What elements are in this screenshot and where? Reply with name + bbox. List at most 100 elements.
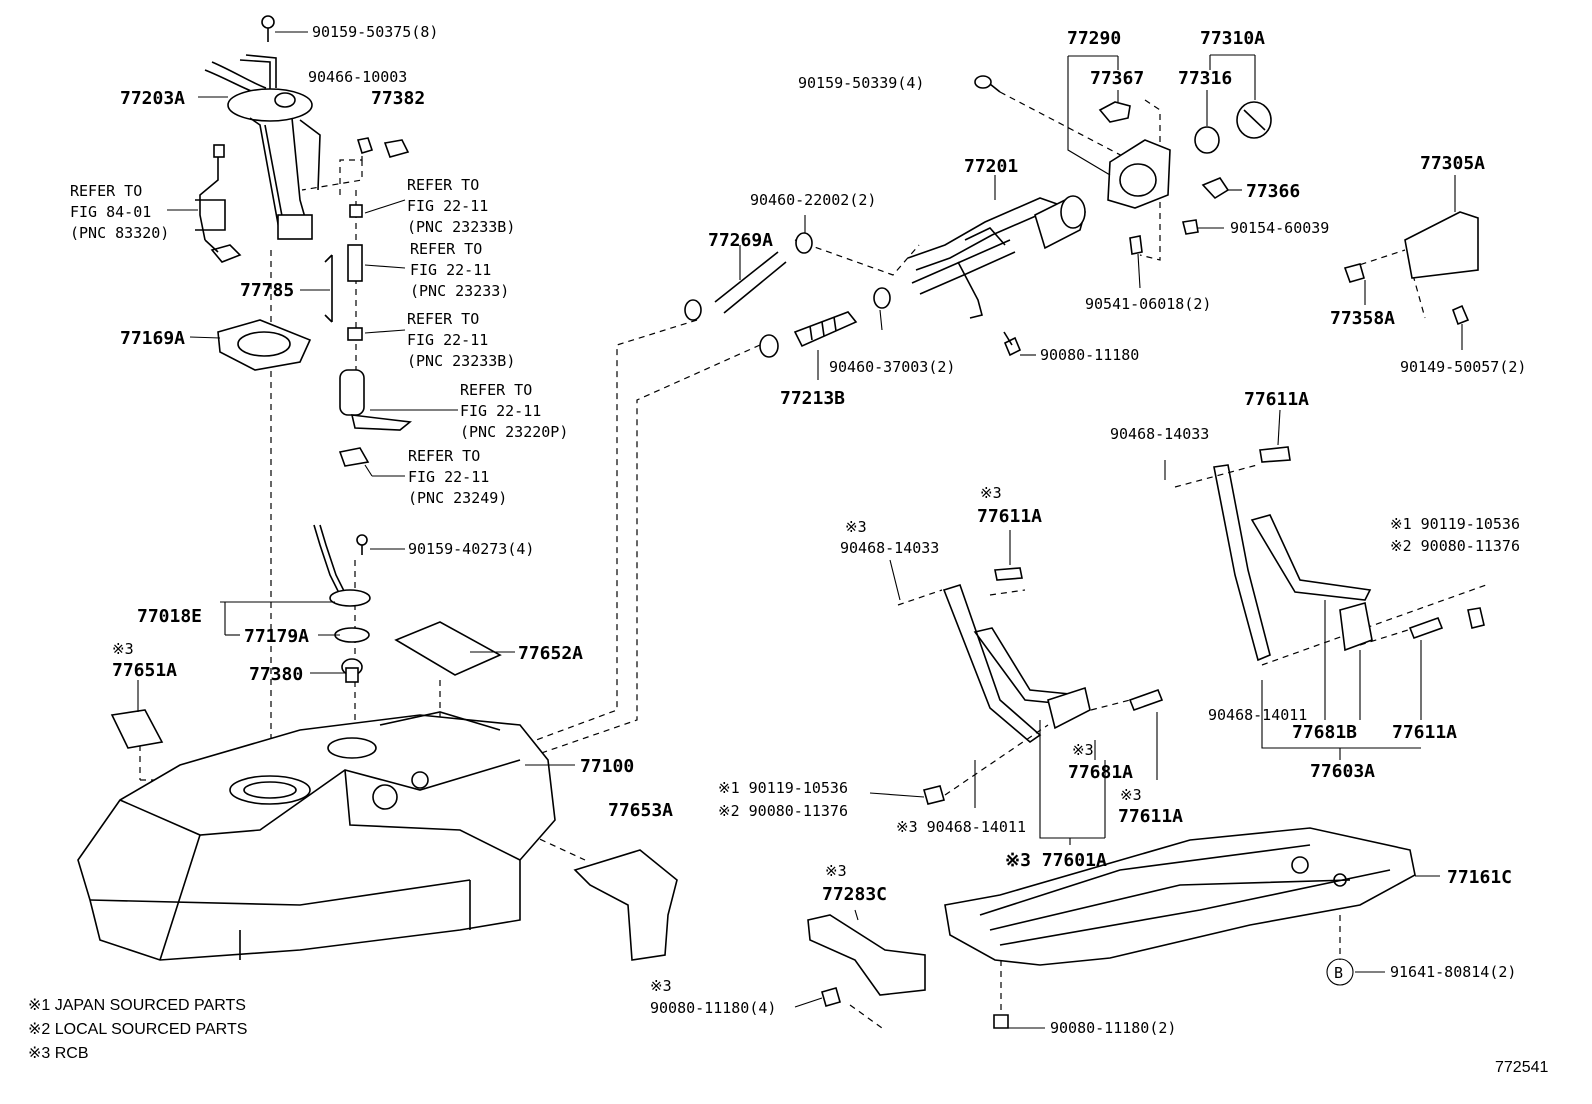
part-number: 90460-22002(2) <box>750 191 876 209</box>
part-number: 77100 <box>580 756 634 777</box>
part-number: 77179A <box>244 626 309 647</box>
marker: ※3 <box>650 977 672 995</box>
reference-note: REFER TO <box>408 447 480 465</box>
marker: ※3 <box>1072 741 1094 759</box>
part-number: 90541-06018(2) <box>1085 295 1211 313</box>
reference-note: REFER TO <box>407 310 479 328</box>
part-number: 90159-50339(4) <box>798 74 924 92</box>
breather-hose-icon <box>793 311 858 348</box>
marker: ※3 <box>825 862 847 880</box>
part-number: 77611A <box>977 506 1042 527</box>
reference-note: FIG 84-01 <box>70 203 151 221</box>
marker: ※3 <box>1120 786 1142 804</box>
marker: ※3 <box>980 484 1002 502</box>
fuel-cap-icon <box>1194 101 1272 154</box>
part-number: ※3 77601A <box>1005 850 1107 871</box>
part-number: 77653A <box>608 800 673 821</box>
part-number: 77380 <box>249 664 303 685</box>
clip-icon <box>356 137 374 154</box>
reference-note: (PNC 83320) <box>70 224 169 242</box>
part-number: 91641-80814(2) <box>1390 963 1516 981</box>
bolt-icon <box>261 15 275 42</box>
part-number: 90080-11180(4) <box>650 999 776 1017</box>
part-number: 77169A <box>120 328 185 349</box>
part-number: 77611A <box>1244 389 1309 410</box>
part-number: 77358A <box>1330 308 1395 329</box>
b-marker: B <box>1334 964 1343 982</box>
reference-note: (PNC 23249) <box>408 489 507 507</box>
part-number: 77382 <box>371 88 425 109</box>
part-number: 77681B <box>1292 722 1357 743</box>
part-number: 90468-14011 <box>1208 706 1307 724</box>
grommet-icon <box>383 139 410 158</box>
note-local-sourced: ※2 90080-11376 <box>718 802 848 820</box>
part-number: 77316 <box>1178 68 1232 89</box>
filler-housing-icon <box>1098 101 1171 209</box>
reference-note: (PNC 23233B) <box>407 352 515 370</box>
part-number: 77305A <box>1420 153 1485 174</box>
level-sender-icon <box>313 524 371 607</box>
wire-harness-icon <box>195 144 242 263</box>
heat-shield-icon <box>573 849 678 961</box>
part-number: 77203A <box>120 88 185 109</box>
part-number: 90154-60039 <box>1230 219 1329 237</box>
hose-clamp-icon <box>759 232 891 358</box>
part-number: 90080-11180 <box>1040 346 1139 364</box>
part-number: 77611A <box>1392 722 1457 743</box>
part-number: 77283C <box>822 884 887 905</box>
part-number: 77018E <box>137 606 202 627</box>
seal-ring-icon <box>334 627 370 683</box>
fuel-tank-icon <box>77 711 556 961</box>
b-circle-icon <box>1326 958 1354 986</box>
part-number: 77651A <box>112 660 177 681</box>
part-number: 77201 <box>964 156 1018 177</box>
tank-band-right-icon <box>1213 446 1485 662</box>
part-number: 77785 <box>240 280 294 301</box>
legend-rcb: ※3 RCB <box>28 1045 89 1062</box>
part-number: 90080-11180(2) <box>1050 1019 1176 1037</box>
filter-parts-icon <box>324 204 412 467</box>
reference-note: REFER TO <box>460 381 532 399</box>
note-japan-sourced: ※1 90119-10536 <box>1390 515 1520 533</box>
part-number: 90159-50375(8) <box>312 23 438 41</box>
reference-note: REFER TO <box>410 240 482 258</box>
reference-note: FIG 22-11 <box>410 261 491 279</box>
reference-note: REFER TO <box>70 182 142 200</box>
part-number: 77269A <box>708 230 773 251</box>
part-number: 90468-14033 <box>840 539 939 557</box>
marker: ※3 <box>845 518 867 536</box>
tank-band-left-icon <box>942 567 1164 744</box>
part-number: 77681A <box>1068 762 1133 783</box>
part-number: 90466-10003 <box>308 68 407 86</box>
bolt-icon <box>974 75 1022 357</box>
bracket-icon <box>807 914 926 996</box>
reference-note: FIG 22-11 <box>407 331 488 349</box>
legend-japan-sourced: ※1 JAPAN SOURCED PARTS <box>28 997 246 1014</box>
part-number: 77652A <box>518 643 583 664</box>
hose-icon <box>684 251 787 321</box>
reference-note: FIG 22-11 <box>408 468 489 486</box>
legend-local-sourced: ※2 LOCAL SOURCED PARTS <box>28 1021 247 1038</box>
part-number: 77310A <box>1200 28 1265 49</box>
reference-note: (PNC 23233) <box>410 282 509 300</box>
filler-pipe-icon <box>907 195 1086 319</box>
part-number: 77161C <box>1447 867 1512 888</box>
part-number: 77290 <box>1067 28 1121 49</box>
part-labels: 90159-50375(8) 77203A 90466-10003 77382 … <box>28 23 1548 1076</box>
part-number: 77603A <box>1310 761 1375 782</box>
reference-note: (PNC 23233B) <box>407 218 515 236</box>
reference-note: FIG 22-11 <box>460 402 541 420</box>
part-number: 90460-37003(2) <box>829 358 955 376</box>
diagram-number: 772541 <box>1495 1059 1548 1076</box>
part-number: 77366 <box>1246 181 1300 202</box>
reference-note: (PNC 23220P) <box>460 423 568 441</box>
note-local-sourced: ※2 90080-11376 <box>1390 537 1520 555</box>
note-japan-sourced: ※1 90119-10536 <box>718 779 848 797</box>
part-number: 90468-14033 <box>1110 425 1209 443</box>
reference-note: REFER TO <box>407 176 479 194</box>
part-number: 90159-40273(4) <box>408 540 534 558</box>
protector-plate-icon <box>944 827 1416 966</box>
leader-lines <box>137 31 1463 1029</box>
